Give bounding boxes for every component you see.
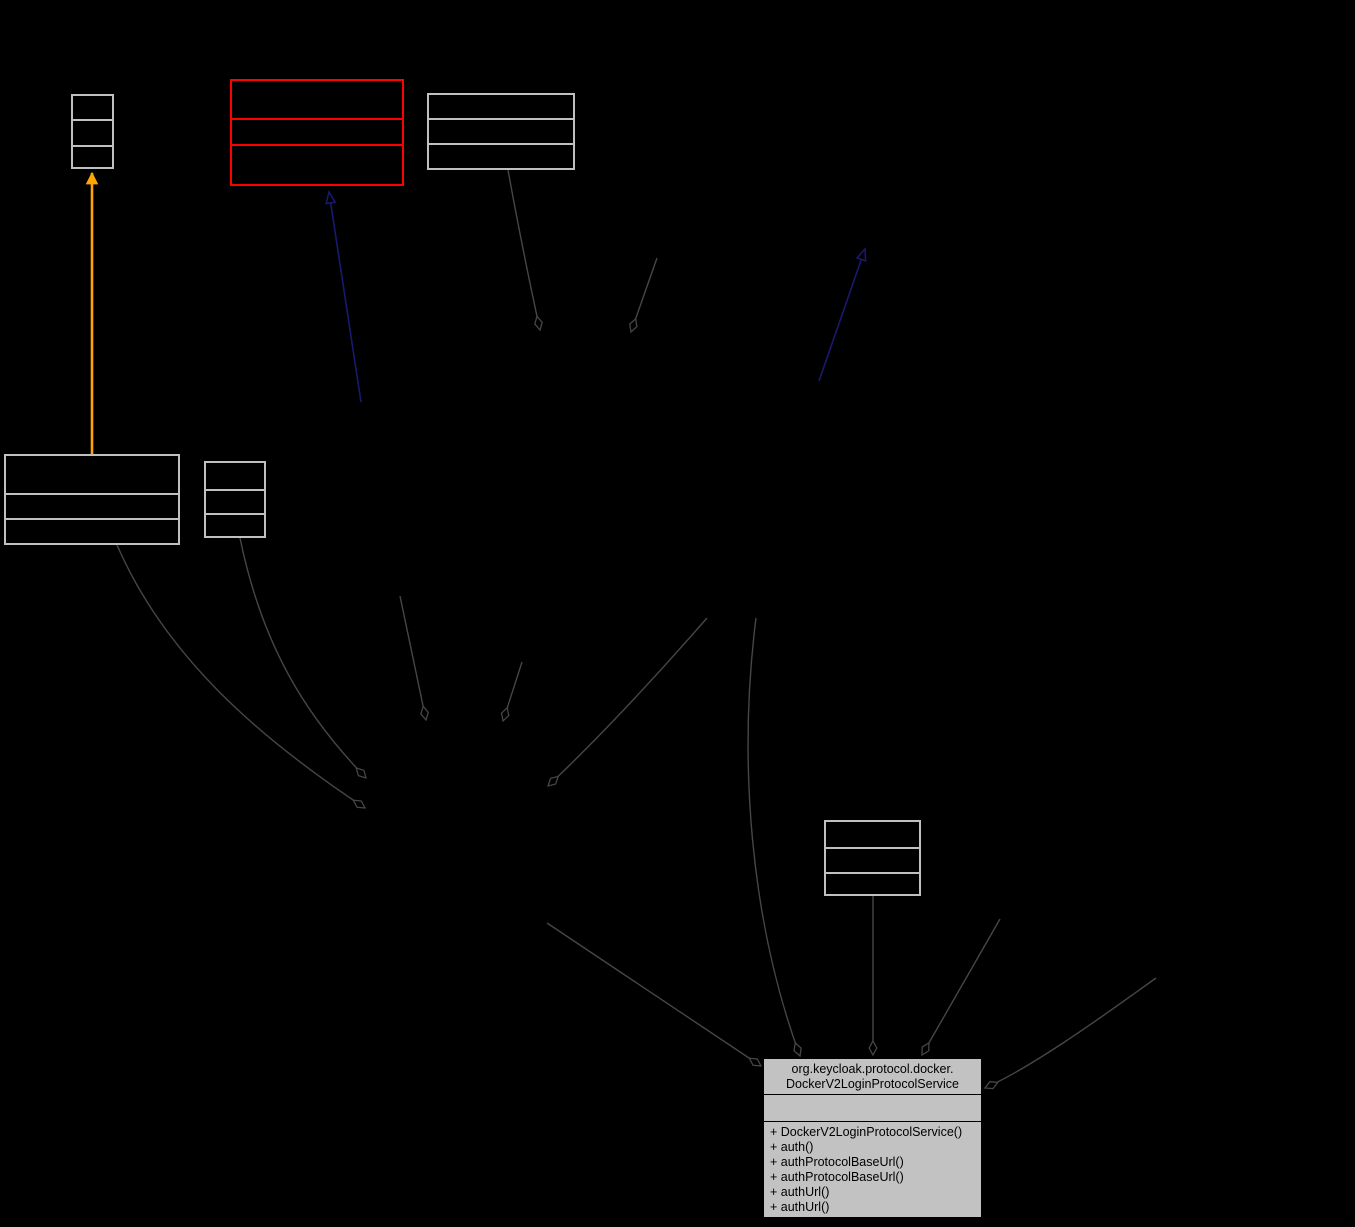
related-class-box-1[interactable] — [71, 94, 114, 169]
class-name-compartment — [429, 95, 573, 120]
main-class-package: org.keycloak.protocol.docker. — [791, 1062, 954, 1076]
method-item: + authProtocolBaseUrl() — [770, 1155, 904, 1169]
inheritance-arrow-1 — [329, 192, 362, 403]
aggregation-edge-2 — [631, 257, 658, 332]
class-name-compartment — [6, 456, 178, 495]
method-item: + authUrl() — [770, 1185, 830, 1199]
method-item: + authUrl() — [770, 1200, 830, 1214]
main-class-name: DockerV2LoginProtocolService — [785, 1076, 959, 1091]
aggregation-edge-5 — [239, 537, 366, 778]
related-class-box-5[interactable] — [824, 820, 921, 896]
related-class-box-4[interactable] — [204, 461, 266, 538]
inheritance-arrow-2 — [818, 249, 865, 382]
class-name-compartment — [232, 81, 402, 120]
related-class-box-2[interactable] — [427, 93, 575, 170]
aggregation-edge-7 — [548, 617, 708, 786]
aggregation-edge-4 — [503, 661, 523, 721]
aggregation-edge-3 — [399, 595, 426, 720]
attributes-compartment — [826, 849, 919, 874]
main-class-method-list: + DockerV2LoginProtocolService()+ auth()… — [764, 1122, 981, 1215]
method-item: + authProtocolBaseUrl() — [770, 1170, 904, 1184]
class-name-compartment — [826, 822, 919, 849]
related-class-box-highlighted[interactable] — [230, 79, 404, 186]
class-name-compartment — [73, 96, 112, 121]
class-name-compartment — [206, 463, 264, 491]
main-class-box: org.keycloak.protocol.docker. DockerV2Lo… — [763, 1058, 982, 1218]
attributes-compartment — [73, 121, 112, 147]
method-item: + DockerV2LoginProtocolService() — [770, 1125, 963, 1139]
main-class-title: org.keycloak.protocol.docker. DockerV2Lo… — [764, 1059, 981, 1095]
method-item: + auth() — [770, 1140, 814, 1154]
attributes-compartment — [6, 495, 178, 520]
aggregation-edge-6 — [116, 544, 365, 808]
attributes-compartment — [206, 491, 264, 515]
attributes-compartment — [232, 120, 402, 146]
aggregation-edge-9 — [546, 922, 761, 1066]
related-class-box-3[interactable] — [4, 454, 180, 545]
aggregation-edge-1 — [507, 169, 540, 330]
aggregation-edge-12 — [985, 977, 1157, 1088]
attributes-compartment — [429, 120, 573, 145]
aggregation-edge-11 — [922, 918, 1001, 1055]
aggregation-edge-8 — [747, 617, 800, 1056]
main-class-attributes — [764, 1095, 981, 1122]
